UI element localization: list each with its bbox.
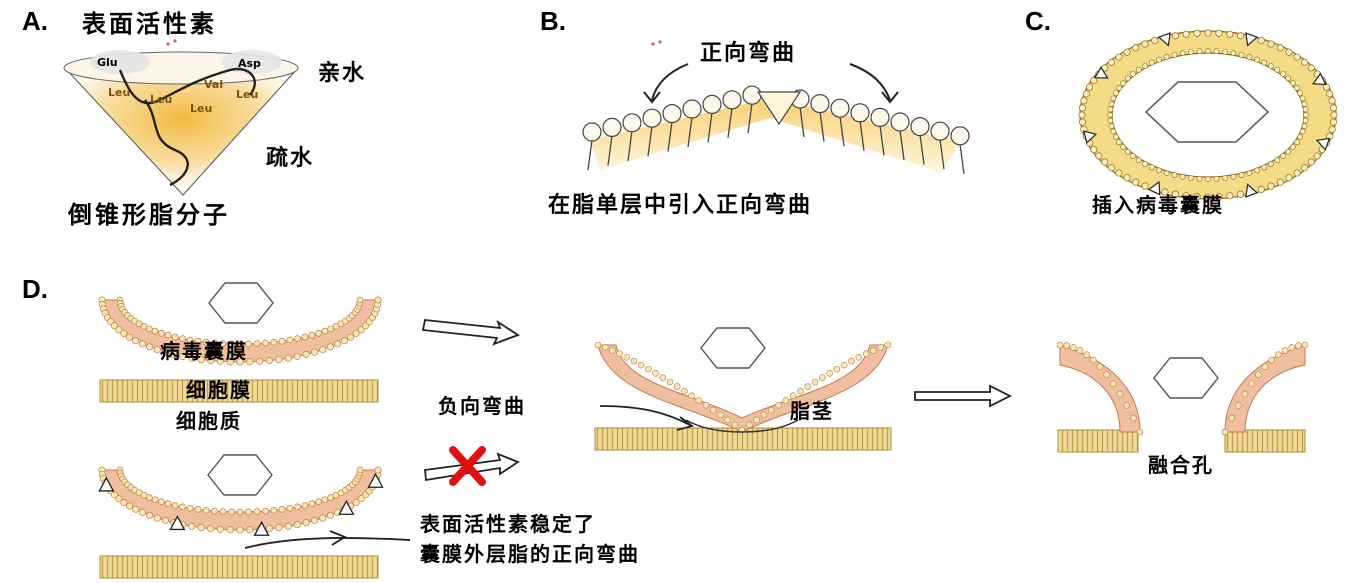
residue-glu: Glu xyxy=(97,56,118,69)
hydrophilic-label: 亲水 xyxy=(318,61,366,86)
residue-leu-1: Leu xyxy=(108,86,130,99)
hexagon-icon xyxy=(1154,358,1218,398)
bent-monolayer xyxy=(583,86,969,174)
panel-d-letter: D. xyxy=(22,274,48,304)
cone-molecule-icon: Glu Asp Leu Leu Val Leu Leu xyxy=(64,50,298,195)
panel-b-letter: B. xyxy=(540,6,566,36)
note-line-1: 表面活性素稳定了 xyxy=(420,512,596,536)
cell-membrane-2 xyxy=(100,556,378,578)
panel-a-letter: A. xyxy=(22,6,48,36)
panel-c: C. 插入病毒囊膜 xyxy=(1025,6,1337,217)
residue-asp: Asp xyxy=(238,57,261,70)
viral-envelope-label: 病毒囊膜 xyxy=(160,339,248,363)
panel-a-caption: 倒锥形脂分子 xyxy=(67,201,230,229)
panel-b-caption: 在脂单层中引入正向弯曲 xyxy=(548,192,812,218)
hexagon-icon xyxy=(209,283,273,323)
stalk-label: 脂茎 xyxy=(790,399,834,423)
negative-curvature-label: 负向弯曲 xyxy=(438,394,526,418)
positive-curvature-label: 正向弯曲 xyxy=(700,40,796,66)
cytoplasm-label: 细胞质 xyxy=(176,409,242,433)
panel-d: D. 病毒囊膜 细胞膜 细胞质 负向弯曲 脂茎 融合孔 xyxy=(22,274,1308,578)
hydrophobic-label: 疏水 xyxy=(266,145,314,171)
panel-a: A. 表面活性素 Glu Asp Leu Leu Val Leu Leu 亲水 … xyxy=(22,6,366,229)
hexagon-icon xyxy=(701,328,765,368)
panel-c-caption: 插入病毒囊膜 xyxy=(1092,193,1224,217)
arrow-icon xyxy=(600,406,692,430)
arrow-icon xyxy=(915,386,1010,406)
fusion-pore-label: 融合孔 xyxy=(1148,453,1214,477)
residue-leu-2: Leu xyxy=(150,93,172,106)
hexagon-icon xyxy=(208,455,272,495)
arrow-icon xyxy=(423,320,518,344)
residue-leu-3: Leu xyxy=(190,102,212,115)
arrow-icon xyxy=(245,531,410,548)
panel-b: B. 正向弯曲 在脂单层中引入正向弯曲 xyxy=(540,6,969,218)
residue-leu-4: Leu xyxy=(236,88,258,101)
cell-membrane-label: 细胞膜 xyxy=(186,378,252,402)
note-line-2: 囊膜外层脂的正向弯曲 xyxy=(419,542,640,566)
residue-val: Val xyxy=(204,78,223,91)
panel-c-letter: C. xyxy=(1025,6,1051,36)
surfactin-title: 表面活性素 xyxy=(82,10,217,38)
